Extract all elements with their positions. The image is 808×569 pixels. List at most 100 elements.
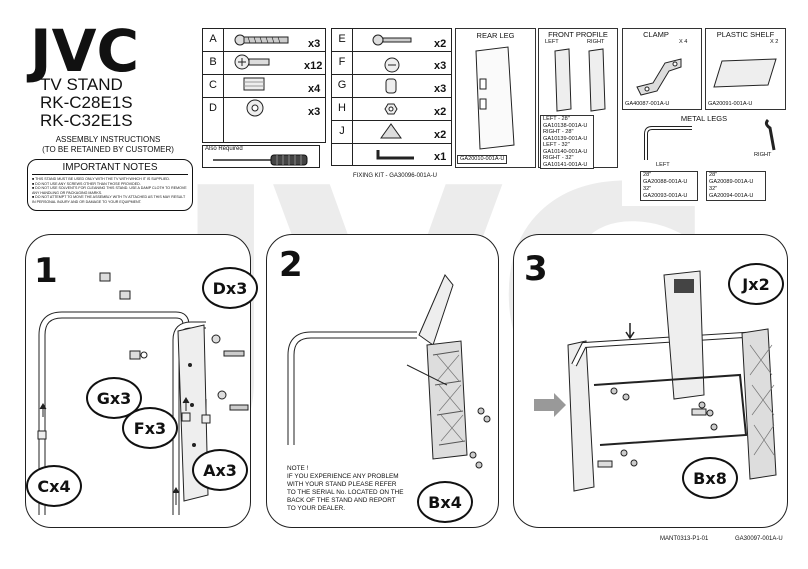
note-line: IF YOU EXPERIENCE ANY PROBLEM bbox=[287, 473, 399, 480]
step-3-diagram bbox=[534, 270, 777, 492]
front-profile-box: FRONT PROFILE LEFT RIGHT LEFT - 28" GA10… bbox=[538, 28, 618, 169]
part-qty: x3 bbox=[308, 106, 321, 118]
screwdriver-icon bbox=[213, 154, 308, 166]
step-1-panel: 1 Dx3 Gx3 Fx3 Ax3 Cx4 bbox=[25, 234, 258, 528]
part-qty: x12 bbox=[304, 60, 323, 72]
part-letter: G bbox=[337, 79, 347, 91]
rear-leg-drawing bbox=[475, 46, 515, 150]
also-required-label: Also Required bbox=[205, 146, 243, 152]
part-number: GA20094-001A-U bbox=[709, 193, 754, 199]
long-screw-icon bbox=[234, 34, 289, 46]
row-divider bbox=[202, 51, 326, 52]
important-notes-list: THIS STAND MUST BE USED ONLY WITH THE TV… bbox=[32, 177, 188, 204]
part-letter: C bbox=[209, 79, 217, 91]
part-size: LEFT - 28" bbox=[543, 116, 570, 122]
fixing-kit-label: FIXING KIT - GA30096-001A-U bbox=[353, 173, 437, 179]
part-qty: x1 bbox=[434, 151, 447, 163]
metal-legs-right-parts: 28" GA20089-001A-U 32" GA20094-001A-U bbox=[706, 171, 766, 201]
part-letter: A bbox=[209, 33, 217, 45]
plastic-shelf-drawing bbox=[713, 58, 777, 88]
part-qty: x4 bbox=[308, 83, 321, 95]
part-number: GA40087-001A-U bbox=[625, 101, 670, 107]
important-notes-title: IMPORTANT NOTES bbox=[32, 162, 188, 175]
product-name: TV STAND bbox=[40, 75, 123, 94]
metal-legs-right: RIGHT bbox=[754, 152, 772, 158]
plastic-shelf-title: PLASTIC SHELF bbox=[716, 30, 775, 39]
part-qty: x2 bbox=[434, 38, 447, 50]
part-number: GA20010-001A-U bbox=[457, 155, 508, 164]
parts-table: A B C D x3 x12 x4 x3 E F G H J x2 x3 x3 … bbox=[202, 28, 452, 173]
bracket-icon bbox=[380, 123, 402, 139]
part-size: 28" bbox=[643, 172, 652, 178]
callout-bx8: Bx8 bbox=[682, 457, 738, 499]
note-item: DO NOT ATTEMPT TO MOVE THE ASSEMBLY WITH… bbox=[32, 195, 188, 204]
model-28: RK-C28E1S bbox=[40, 93, 133, 112]
important-notes-box: IMPORTANT NOTES THIS STAND MUST BE USED … bbox=[27, 159, 193, 211]
part-number: GA10139-001A-U bbox=[543, 135, 588, 142]
instructions-line2: (TO BE RETAINED BY CUSTOMER) bbox=[42, 145, 174, 154]
part-letter: F bbox=[338, 56, 346, 68]
parts-left-letters bbox=[202, 28, 224, 143]
part-size: 32" bbox=[709, 186, 718, 192]
instructions-line1: ASSEMBLY INSTRUCTIONS bbox=[55, 135, 161, 144]
callout-dx3: Dx3 bbox=[202, 267, 258, 309]
assembly-instructions: ASSEMBLY INSTRUCTIONS (TO BE RETAINED BY… bbox=[28, 135, 188, 155]
metal-leg-left-drawing bbox=[644, 126, 692, 160]
part-size: LEFT - 32" bbox=[543, 142, 570, 148]
screw-icon bbox=[372, 34, 412, 46]
callout-cx4: Cx4 bbox=[26, 465, 82, 507]
part-number: GA20089-001A-U bbox=[709, 179, 754, 185]
row-divider bbox=[331, 143, 452, 144]
note-item: DO NOT USE ANY SCREWS OTHER THAN THOSE P… bbox=[32, 182, 188, 187]
part-size: 32" bbox=[643, 186, 652, 192]
callout-ax3: Ax3 bbox=[192, 449, 248, 491]
clamp-box: CLAMP X 4 GA40087-001A-U bbox=[622, 28, 702, 110]
clamp-qty: X 4 bbox=[679, 39, 688, 45]
part-letter: D bbox=[209, 102, 217, 114]
note-line: BACK OF THE STAND AND REPORT bbox=[287, 497, 396, 504]
also-required-box: Also Required bbox=[202, 145, 320, 168]
footer-doc-code: MANT0313-P1-01 bbox=[660, 536, 709, 542]
washer-icon bbox=[246, 99, 264, 117]
front-profile-drawing bbox=[554, 48, 606, 112]
front-profile-title: FRONT PROFILE bbox=[548, 30, 608, 39]
part-size: RIGHT - 32" bbox=[543, 155, 574, 161]
part-number: GA10138-001A-U bbox=[543, 122, 588, 129]
step-2-panel: 2 NOTE ! IF YOU EXPERIENCE ANY PROBLEM W… bbox=[266, 234, 499, 528]
front-profile-left: LEFT bbox=[545, 39, 559, 45]
row-divider bbox=[331, 120, 452, 121]
foot-cap-icon bbox=[243, 77, 265, 91]
front-profile-parts: LEFT - 28" GA10138-001A-U RIGHT - 28" GA… bbox=[540, 115, 594, 169]
metal-legs-left-parts: 28" GA20088-001A-U 32" GA20093-001A-U bbox=[640, 171, 698, 201]
bolt-icon bbox=[234, 54, 270, 70]
row-divider bbox=[331, 51, 452, 52]
part-size: RIGHT - 28" bbox=[543, 129, 574, 135]
part-qty: x2 bbox=[434, 106, 447, 118]
dowel-icon bbox=[385, 78, 397, 94]
step-number: 1 bbox=[34, 251, 58, 291]
allen-key-icon bbox=[376, 150, 414, 160]
cam-nut-icon bbox=[384, 57, 400, 73]
part-qty: x3 bbox=[434, 60, 447, 72]
metal-legs-box: METAL LEGS LEFT RIGHT 28" GA20088-001A-U… bbox=[622, 114, 786, 206]
part-letter: B bbox=[209, 56, 217, 68]
part-number: GA10141-001A-U bbox=[543, 161, 588, 168]
note-line: TO YOUR DEALER. bbox=[287, 505, 346, 512]
note-item: DO NOT USE SOLVENTS FOR CLEANING THIS ST… bbox=[32, 186, 188, 195]
callout-fx3: Fx3 bbox=[122, 407, 178, 449]
plastic-shelf-qty: X 2 bbox=[770, 39, 779, 45]
note-line: WITH YOUR STAND PLEASE REFER bbox=[287, 481, 397, 488]
clamp-title: CLAMP bbox=[643, 30, 669, 39]
front-profile-right: RIGHT bbox=[587, 39, 605, 45]
serial-number-note: NOTE ! IF YOU EXPERIENCE ANY PROBLEM WIT… bbox=[287, 465, 403, 513]
row-divider bbox=[331, 97, 452, 98]
step-2-diagram bbox=[287, 274, 491, 469]
step-number: 2 bbox=[279, 245, 303, 285]
part-number: GA20091-001A-U bbox=[708, 101, 753, 107]
part-qty: x2 bbox=[434, 129, 447, 141]
model-32: RK-C32E1S bbox=[40, 111, 133, 130]
metal-legs-left: LEFT bbox=[656, 162, 670, 168]
footer-part-number: GA30097-001A-U bbox=[735, 536, 783, 542]
part-letter: H bbox=[338, 102, 346, 114]
rear-leg-title: REAR LEG bbox=[476, 31, 515, 40]
